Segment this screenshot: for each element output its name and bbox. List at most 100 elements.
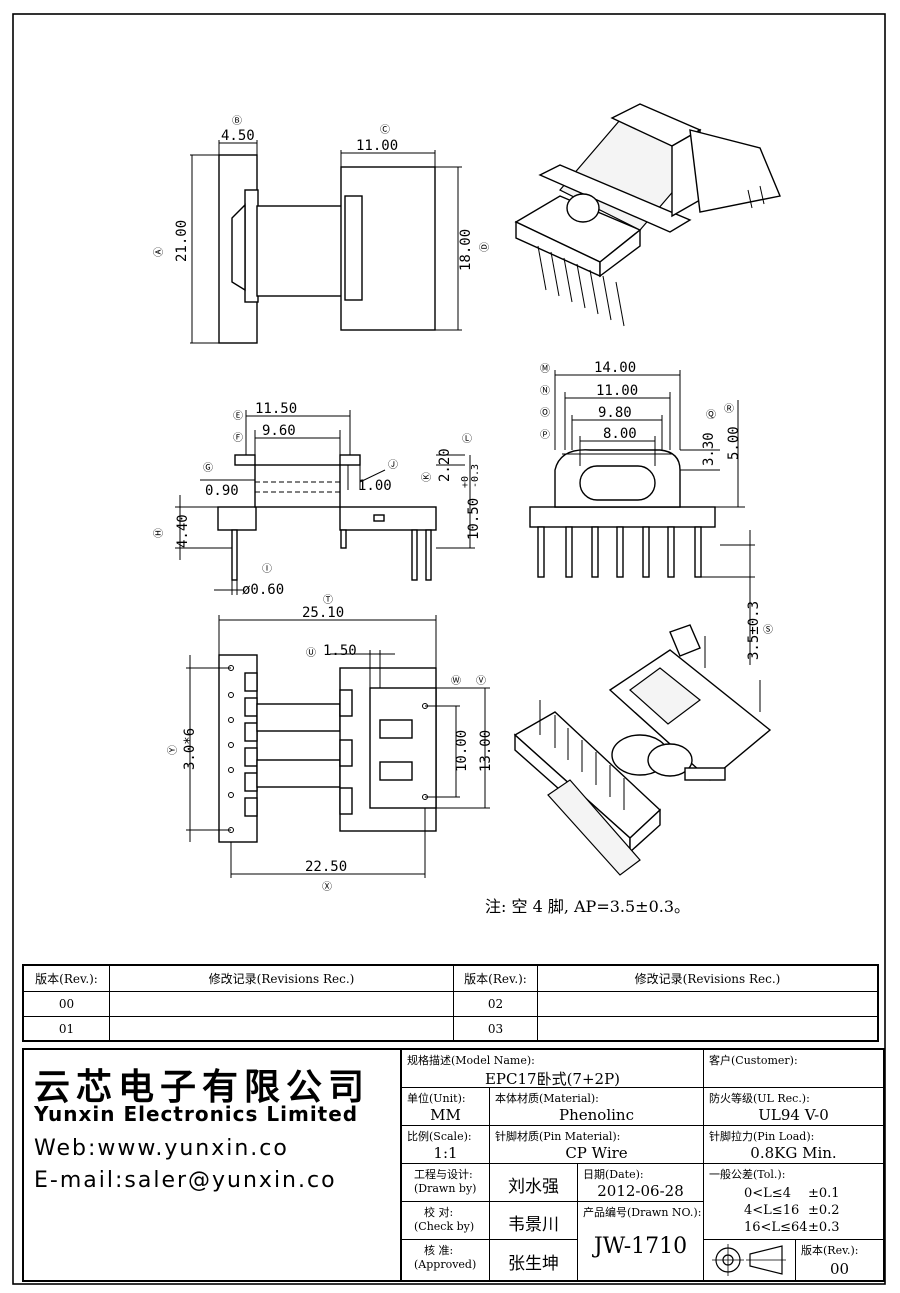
dim-c-value: 11.00 [356, 138, 398, 154]
dim-b-value: 4.50 [221, 128, 255, 144]
ul-value: UL94 V-0 [758, 1106, 829, 1124]
dim-j-value: 1.00 [358, 478, 392, 494]
drawn-value-cell: 刘水强 [490, 1164, 578, 1202]
label-t: Ⓣ [323, 594, 333, 606]
company-web: Web:www.yunxin.co [34, 1136, 289, 1161]
bottom-view: 25.10 Ⓣ 1.50 Ⓤ 10.00 Ⓦ 13.00 Ⓥ 22.50 Ⓧ 3… [167, 594, 494, 893]
dim-p-value: 8.00 [603, 426, 637, 442]
scale-caption: 比例(Scale): [407, 1130, 472, 1143]
date-cell: 日期(Date): 2012-06-28 [578, 1164, 704, 1202]
revision-table: 版本(Rev.): 修改记录(Revisions Rec.) 版本(Rev.):… [22, 964, 879, 1042]
dim-v-value: 13.00 [478, 730, 494, 772]
dim-q-value: 3.30 [701, 432, 717, 466]
approved-value: 张生坤 [508, 1254, 559, 1274]
customer-caption: 客户(Customer): [709, 1054, 798, 1067]
rec-cell [110, 1017, 454, 1040]
ul-cell: 防火等级(UL Rec.): UL94 V-0 [704, 1088, 883, 1126]
note-text: 注: 空 4 脚, AP=3.5±0.3。 [485, 897, 690, 916]
dim-m-value: 14.00 [594, 360, 636, 376]
tolerance-cell: 一般公差(Tol.): 0<L≤4 ±0.1 4<L≤16 ±0.2 16<L≤… [704, 1164, 883, 1240]
unit-value: MM [430, 1106, 461, 1124]
rec-header-right: 修改记录(Revisions Rec.) [634, 972, 781, 986]
label-m: Ⓜ [540, 363, 550, 375]
drawn-no-value: JW-1710 [593, 1234, 688, 1259]
isometric-view-bottom [513, 624, 772, 876]
drawn-caption-cn: 工程与设计: [414, 1168, 473, 1181]
end-view: 14.00 Ⓜ 11.00 Ⓝ 9.80 Ⓞ 8.00 Ⓟ 3.30 Ⓠ 5.0… [529, 360, 773, 665]
check-caption-en: (Check by) [414, 1220, 475, 1233]
dim-l-value: 10.50 [466, 498, 482, 540]
rev-cell-title: 版本(Rev.): 00 [796, 1240, 883, 1280]
side-dimension-view: 11.50 Ⓔ 9.60 Ⓕ 0.90 Ⓖ 4.40 Ⓗ ø0.60 Ⓘ 1.0… [153, 401, 482, 598]
rec-cell [110, 992, 454, 1016]
dim-o-value: 9.80 [598, 405, 632, 421]
table-row: 00 02 [24, 992, 877, 1017]
tol-value: ±0.1 [808, 1186, 840, 1201]
rev-cell: 02 [454, 992, 538, 1016]
projection-cell [704, 1240, 796, 1280]
rev-cell: 01 [24, 1017, 110, 1040]
label-e: Ⓔ [233, 410, 243, 422]
pin-material-cell: 针脚材质(Pin Material): CP Wire [490, 1126, 704, 1164]
rec-cell [538, 992, 877, 1016]
date-value: 2012-06-28 [597, 1182, 684, 1200]
label-p: Ⓟ [540, 429, 550, 441]
rev-caption: 版本(Rev.): [801, 1244, 859, 1257]
model-cell: 规格描述(Model Name): EPC17卧式(7+2P) [402, 1050, 704, 1088]
scale-cell: 比例(Scale): 1:1 [402, 1126, 490, 1164]
label-k: Ⓚ [421, 472, 433, 482]
pin-material-value: CP Wire [565, 1144, 628, 1162]
drawn-no-cell: 产品编号(Drawn NO.): JW-1710 [578, 1202, 704, 1280]
label-o: Ⓞ [540, 407, 550, 419]
approved-caption-cn: 核 准: [424, 1244, 454, 1257]
label-f: Ⓕ [233, 432, 243, 444]
model-value: EPC17卧式(7+2P) [484, 1070, 621, 1088]
dim-y-value: 3.0*6 [182, 728, 198, 770]
label-s: Ⓢ [763, 624, 773, 636]
label-h: Ⓗ [153, 528, 165, 538]
tol-value: ±0.2 [808, 1203, 840, 1218]
rev-cell: 00 [24, 992, 110, 1016]
dim-d-value: 18.00 [458, 229, 474, 271]
table-row: 01 03 [24, 1017, 877, 1040]
label-y: Ⓨ [167, 745, 179, 755]
check-caption-cn: 校 对: [424, 1206, 454, 1219]
company-name-en: Yunxin Electronics Limited [34, 1102, 359, 1126]
dim-w-value: 10.00 [454, 730, 470, 772]
pin-load-caption: 针脚拉力(Pin Load): [709, 1130, 815, 1143]
company-email: E-mail:saler@yunxin.co [34, 1168, 337, 1193]
tol-range: 0<L≤4 [744, 1186, 791, 1201]
customer-cell: 客户(Customer): [704, 1050, 883, 1088]
dim-e-value: 11.50 [255, 401, 297, 417]
check-cell: 校 对: (Check by) [402, 1202, 490, 1240]
dim-x-value: 22.50 [305, 859, 347, 875]
label-d: Ⓓ [479, 242, 491, 252]
pin-material-caption: 针脚材质(Pin Material): [495, 1130, 621, 1143]
dim-h-value: 4.40 [175, 514, 191, 548]
approved-caption-en: (Approved) [414, 1258, 477, 1271]
dim-l-tol-minus: -0.3 [470, 464, 481, 488]
rec-header-left: 修改记录(Revisions Rec.) [110, 966, 454, 991]
label-v: Ⓥ [476, 675, 486, 687]
dim-g-value: 0.90 [205, 483, 239, 499]
drawn-no-caption: 产品编号(Drawn NO.): [583, 1206, 702, 1219]
tol-range: 4<L≤16 [744, 1203, 800, 1218]
side-view: 21.00 Ⓐ 4.50 Ⓑ [153, 115, 343, 344]
pin-load-cell: 针脚拉力(Pin Load): 0.8KG Min. [704, 1126, 883, 1164]
dim-i-value: ø0.60 [242, 582, 284, 598]
unit-caption: 单位(Unit): [407, 1092, 466, 1105]
model-caption: 规格描述(Model Name): [407, 1054, 535, 1067]
company-name-cn: 云芯电子有限公司 [34, 1067, 371, 1108]
rev-cell: 03 [454, 1017, 538, 1040]
label-l: Ⓛ [462, 433, 472, 445]
check-value: 韦景川 [508, 1215, 559, 1235]
title-block: 云芯电子有限公司 Yunxin Electronics Limited Web:… [22, 1048, 885, 1282]
projection-symbol-icon [712, 1244, 786, 1276]
approved-cell: 核 准: (Approved) [402, 1240, 490, 1280]
unit-cell: 单位(Unit): MM [402, 1088, 490, 1126]
label-g: Ⓖ [203, 462, 213, 474]
dim-u-value: 1.50 [323, 643, 357, 659]
drawn-value: 刘水强 [508, 1177, 559, 1197]
dim-f-value: 9.60 [262, 423, 296, 439]
